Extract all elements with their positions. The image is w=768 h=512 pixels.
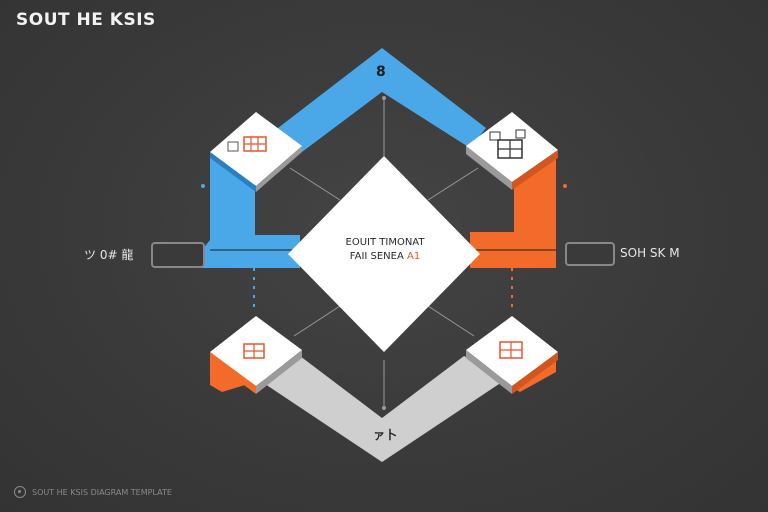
blue-connector (278, 48, 486, 158)
gray-connector (256, 356, 508, 462)
guide-line (427, 305, 475, 337)
guide-line (289, 167, 341, 201)
guide-line (427, 167, 479, 201)
left-bar (151, 242, 205, 268)
orange-connector (470, 158, 556, 268)
dot-bottom (382, 406, 386, 410)
center-diamond (288, 156, 480, 352)
blue-connector-left (202, 158, 300, 268)
ticks (201, 96, 567, 410)
bottom-number: ァ卜 (373, 428, 398, 442)
right-label: SOH SK M (620, 246, 680, 260)
grid-icon (227, 136, 267, 152)
diagram-title: SOUT HE KSIS (16, 10, 156, 30)
dot-top (382, 96, 386, 100)
card-bottom-right (466, 316, 558, 394)
center-line-2: FAII SENEA A1 (290, 250, 480, 264)
card-top-right (466, 112, 558, 190)
card-bottom-left (210, 316, 302, 394)
center-text: EOUIT TIMONAT FAII SENEA A1 (290, 236, 480, 264)
guide-lines (210, 96, 556, 410)
card-top-left (210, 112, 302, 192)
center-accent: A1 (407, 251, 421, 262)
footer-text: SOUT HE KSIS DIAGRAM TEMPLATE (32, 487, 172, 497)
grid-icon (499, 341, 523, 359)
center-line-1: EOUIT TIMONAT (345, 237, 425, 248)
dot-left (201, 184, 205, 188)
guide-line (293, 305, 341, 337)
center-line-2-text: FAII SENEA (349, 251, 404, 262)
connectors (151, 48, 615, 462)
footer: SOUT HE KSIS DIAGRAM TEMPLATE (14, 486, 172, 498)
grid-icon (243, 343, 265, 359)
logo-icon (14, 486, 26, 498)
right-bar (565, 242, 615, 266)
top-number: 8 (376, 64, 386, 80)
dot-right (563, 184, 567, 188)
left-label: ツ 0# 龍 (84, 248, 134, 262)
grid-icon (489, 129, 526, 159)
